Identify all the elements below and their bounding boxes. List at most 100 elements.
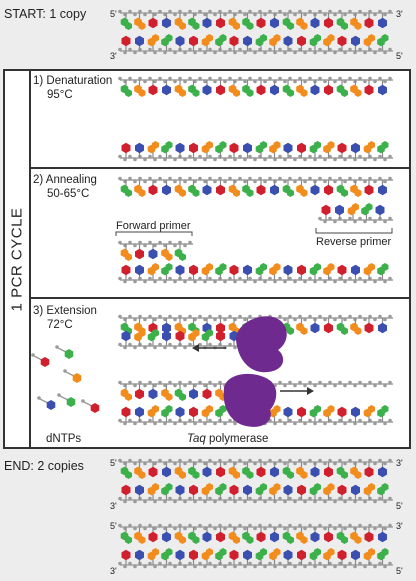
start-duplex-top-node bbox=[258, 9, 262, 14]
end-duplex-2-bottom-node bbox=[188, 561, 192, 566]
end-duplex-2-bottom-base bbox=[189, 549, 198, 561]
end-duplex-1-top-node bbox=[173, 461, 177, 466]
ext-top-template-node bbox=[383, 317, 387, 322]
start-duplex-top-node bbox=[303, 12, 307, 17]
end-duplex-2-bottom-node bbox=[273, 564, 277, 569]
end-duplex-1-bottom-node bbox=[323, 499, 327, 504]
end-duplex-2-bottom-node bbox=[198, 561, 202, 566]
start-duplex-bottom-node bbox=[353, 50, 357, 55]
anneal-top-node bbox=[133, 179, 137, 184]
start-duplex-bottom-base bbox=[273, 34, 281, 42]
reverse-primer-node bbox=[363, 219, 367, 224]
denat-top-node bbox=[363, 79, 367, 84]
ext-bottom-new-node bbox=[208, 380, 212, 385]
start-duplex-bottom-node bbox=[133, 50, 137, 55]
ext-bottom-template-node bbox=[153, 421, 157, 426]
end-duplex-2-bottom-base bbox=[175, 549, 185, 561]
end-duplex-2-bottom-base bbox=[368, 548, 375, 556]
ext-bottom-template-node bbox=[123, 421, 127, 426]
end-duplex-1-bottom-node bbox=[338, 496, 342, 501]
end-duplex-2-bottom-base bbox=[229, 549, 239, 561]
ext-top-new-base bbox=[121, 330, 131, 342]
start-duplex-top-node bbox=[348, 9, 352, 14]
start-duplex-bottom-node bbox=[118, 47, 122, 52]
denat-bottom-node bbox=[183, 157, 187, 162]
ext-bottom-new-node bbox=[218, 380, 222, 385]
end-duplex-1-top-node bbox=[348, 458, 352, 463]
end1-5prime-b: 5' bbox=[396, 501, 403, 511]
end-duplex-1-bottom-node bbox=[303, 499, 307, 504]
end-duplex-1-bottom-base bbox=[165, 483, 173, 491]
end-duplex-2-bottom-node bbox=[128, 561, 132, 566]
anneal-bottom-base bbox=[297, 264, 306, 276]
dntp-base bbox=[46, 400, 56, 410]
end-duplex-1-bottom-base bbox=[327, 483, 335, 491]
anneal-top-node bbox=[343, 179, 347, 184]
anneal-top-node bbox=[323, 179, 327, 184]
anneal-top-base bbox=[148, 184, 158, 196]
end-duplex-1-bottom-node bbox=[253, 499, 257, 504]
denat-bottom-base bbox=[219, 141, 227, 149]
end-duplex-1-bottom-base bbox=[368, 483, 375, 491]
ext-top-new-node bbox=[183, 345, 187, 350]
anneal-top-node bbox=[368, 176, 372, 181]
anneal-bottom-node bbox=[208, 276, 212, 281]
denat-bottom-base bbox=[297, 142, 306, 154]
anneal-bottom-node bbox=[268, 276, 272, 281]
dntp-tail bbox=[39, 398, 49, 404]
anneal-top-base bbox=[364, 184, 374, 196]
denat-top-node bbox=[323, 79, 327, 84]
anneal-bottom-node bbox=[363, 279, 367, 284]
end-duplex-2-top-base bbox=[270, 531, 279, 543]
forward-primer-node bbox=[173, 243, 177, 248]
end-duplex-2-top-node bbox=[378, 523, 382, 528]
denat-bottom-base bbox=[206, 141, 213, 149]
denat-bottom-node bbox=[188, 154, 192, 159]
ext-bottom-template-node bbox=[383, 421, 387, 426]
start-duplex-top-base bbox=[354, 22, 362, 30]
denat-top-base bbox=[125, 89, 132, 97]
anneal-bottom-base bbox=[189, 264, 198, 276]
end-duplex-1-top-base bbox=[148, 466, 158, 478]
anneal-top-node bbox=[138, 176, 142, 181]
reverse-primer-node bbox=[328, 216, 332, 221]
start-duplex-top-node bbox=[208, 9, 212, 14]
end-duplex-2-bottom-base bbox=[165, 548, 173, 556]
end-duplex-2-top-node bbox=[383, 526, 387, 531]
end-duplex-1-top-node bbox=[308, 458, 312, 463]
anneal-top-base bbox=[287, 189, 294, 197]
ext-bottom-new-base bbox=[189, 388, 198, 400]
ext-bottom-template-node bbox=[313, 421, 317, 426]
start-duplex-top-base bbox=[192, 22, 200, 30]
anneal-top-node bbox=[118, 176, 122, 181]
ext-bottom-template-node bbox=[143, 421, 147, 426]
ext-top-new-node bbox=[228, 342, 232, 347]
anneal-top-node bbox=[288, 176, 292, 181]
ext-bottom-template-node bbox=[323, 421, 327, 426]
end-duplex-1-top-base bbox=[354, 471, 362, 479]
end-duplex-2-top-node bbox=[193, 526, 197, 531]
denat-bottom-node bbox=[318, 154, 322, 159]
denat-top-base bbox=[216, 84, 225, 96]
denat-top-node bbox=[383, 79, 387, 84]
end-duplex-2-top-node bbox=[363, 526, 367, 531]
end-duplex-1-top-base bbox=[125, 471, 132, 479]
end2-5prime-b: 5' bbox=[396, 566, 403, 576]
start-duplex-bottom-node bbox=[338, 47, 342, 52]
end-duplex-2-top-base bbox=[341, 536, 348, 544]
anneal-top-node bbox=[148, 176, 152, 181]
end-duplex-2-top-node bbox=[208, 523, 212, 528]
ext-bottom-template-base bbox=[165, 405, 173, 413]
ext-top-template-node bbox=[198, 314, 202, 319]
end-duplex-1-top-base bbox=[233, 471, 240, 479]
forward-primer-node bbox=[168, 240, 172, 245]
denat-top-node bbox=[263, 79, 267, 84]
start-duplex-bottom-node bbox=[343, 50, 347, 55]
start-duplex-bottom-node bbox=[358, 47, 362, 52]
ext-top-new-node bbox=[118, 342, 122, 347]
denat-bottom-node bbox=[288, 154, 292, 159]
ext-top-new-node bbox=[188, 342, 192, 347]
anneal-top-base bbox=[300, 189, 308, 197]
ext-bottom-new-node bbox=[278, 380, 282, 385]
end-duplex-2-top-node bbox=[203, 526, 207, 531]
